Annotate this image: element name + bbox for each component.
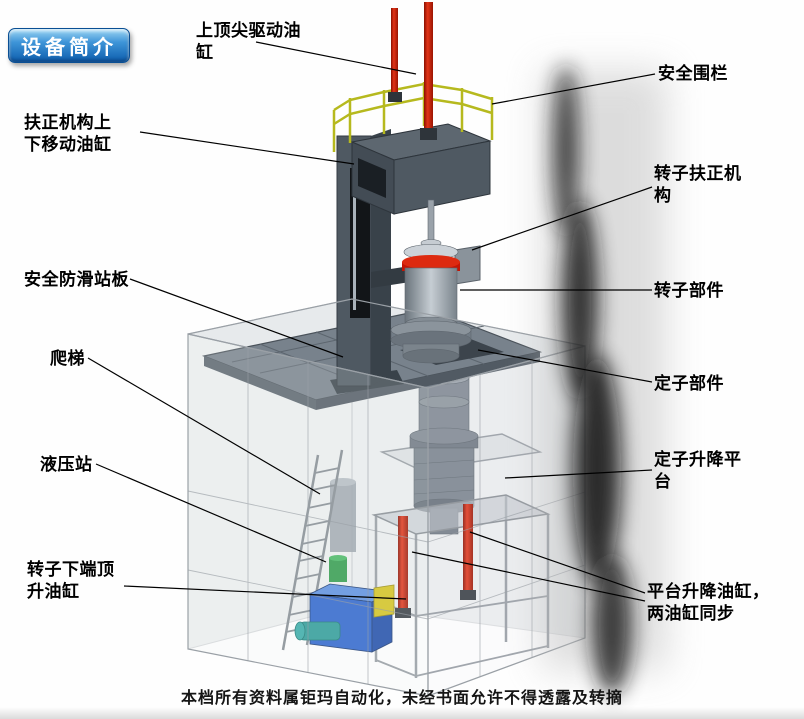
label-ladder: 爬梯 <box>50 349 85 369</box>
top-drive-cylinders <box>388 2 437 140</box>
shadow-smudge <box>542 65 667 695</box>
label-rotor-component: 转子部件 <box>654 281 724 301</box>
label-anti-slip-standing-board: 安全防滑站板 <box>24 270 129 290</box>
leader-lines <box>87 41 656 602</box>
label-safety-fence: 安全围栏 <box>658 64 728 84</box>
head-box <box>350 123 492 215</box>
footer-copyright: 本档所有资料属钜玛自动化，未经书面允许不得透露及转摘 <box>180 688 623 707</box>
label-hydraulic-station: 液压站 <box>40 455 93 475</box>
bottom-lift-cylinders <box>395 504 476 618</box>
title-badge: 设备简介 <box>8 28 130 63</box>
label-stator-component: 定子部件 <box>654 374 724 394</box>
label-stator-lift-platform: 定子升降平台 <box>654 450 742 493</box>
pump-stack <box>329 478 356 582</box>
label-rotor-centering-mechanism: 转子扶正机构 <box>654 164 742 207</box>
label-rotor-bottom-jack-cylinder: 转子下端顶升油缸 <box>27 560 115 603</box>
bottom-edge-shade <box>0 707 804 719</box>
label-upper-center-drive-cylinder: 上顶尖驱动油缸 <box>196 21 301 64</box>
label-centering-mechanism-travel-cylinder: 扶正机构上下移动油缸 <box>24 113 112 156</box>
label-platform-lift-cylinders: 平台升降油缸，两油缸同步 <box>647 582 770 625</box>
rotor-assembly <box>390 199 472 364</box>
